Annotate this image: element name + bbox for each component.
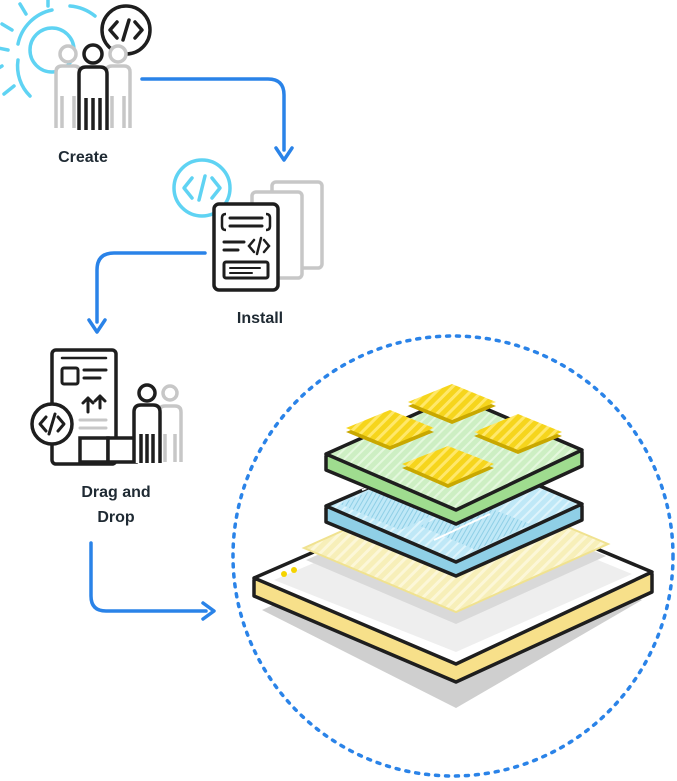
dotted-boundary-circle xyxy=(231,334,675,778)
create-team-code-icon xyxy=(0,0,152,130)
person-left-icon xyxy=(54,44,82,128)
yellow-tile-right xyxy=(474,414,562,454)
arrow-drag-to-result xyxy=(89,541,216,621)
step-label-drag-drop: Drag and Drop xyxy=(54,480,178,530)
document-icon xyxy=(212,202,280,292)
drag-drop-builder-icon xyxy=(30,348,183,466)
tablet-dot-icon xyxy=(281,571,287,577)
tablet-dot-icon xyxy=(291,567,297,573)
code-circle-icon xyxy=(172,158,232,218)
yellow-tile-left xyxy=(346,410,434,450)
step-label-install: Install xyxy=(236,310,284,327)
arrow-create-to-install xyxy=(140,77,294,162)
arrow-install-to-drag xyxy=(87,251,207,334)
yellow-tile-bottom xyxy=(402,446,494,488)
step-label-drag-drop-line1: Drag and xyxy=(81,484,151,501)
person-center-icon xyxy=(77,43,109,130)
install-code-document-icon xyxy=(172,158,324,292)
code-circle-dark-icon xyxy=(30,402,74,446)
layered-stack-illustration xyxy=(252,384,654,708)
person-dark-icon xyxy=(132,383,162,463)
code-badge-icon xyxy=(100,4,152,56)
person-gray-icon xyxy=(157,384,183,462)
step-label-create: Create xyxy=(58,149,108,166)
step-label-drag-drop-line2: Drop xyxy=(97,509,135,526)
person-right-icon xyxy=(104,44,132,128)
yellow-tile-top xyxy=(408,384,496,424)
